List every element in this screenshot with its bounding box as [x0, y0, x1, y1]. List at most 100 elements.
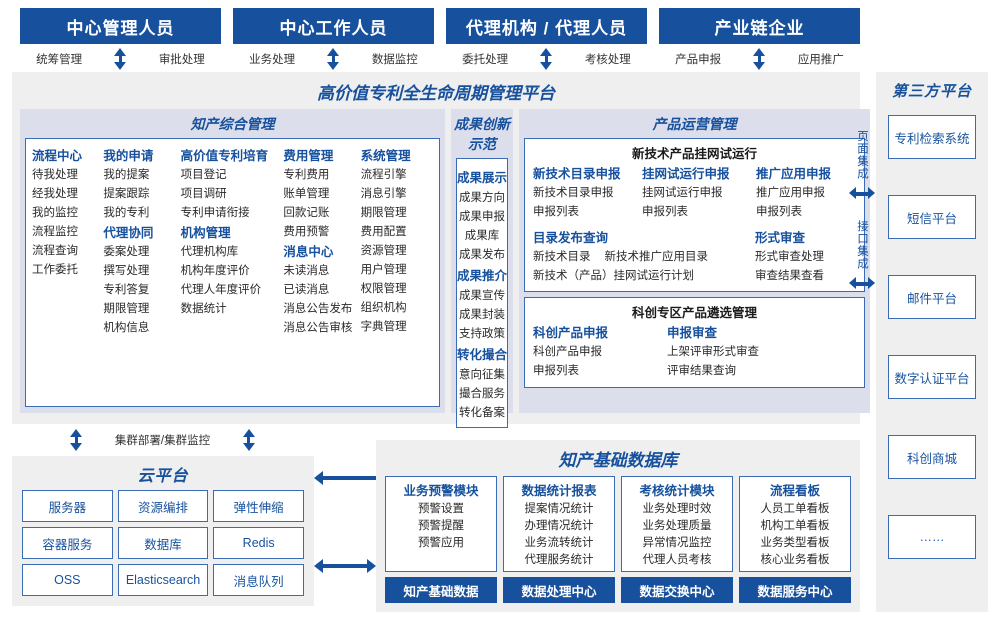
cloud-cell[interactable]: Redis	[213, 527, 304, 559]
module-item[interactable]: 组织机构	[360, 302, 407, 314]
module-item[interactable]: 意向征集	[459, 369, 505, 381]
module-item[interactable]: 挂网试运行申报	[642, 187, 723, 199]
module-item[interactable]: 专利答复	[103, 284, 150, 296]
module-item[interactable]: 经我处理	[32, 188, 78, 200]
cloud-cell[interactable]: 服务器	[22, 490, 113, 522]
module-item[interactable]: 撮合服务	[459, 388, 505, 400]
database-footer[interactable]: 数据交换中心	[621, 577, 733, 603]
module-item[interactable]: 成果方向	[459, 192, 505, 204]
module-item[interactable]: 申报列表	[533, 365, 580, 377]
module-item[interactable]: 专利费用	[283, 169, 330, 181]
module-item[interactable]: 评审结果查询	[667, 365, 737, 377]
module-item[interactable]: 未读消息	[283, 265, 330, 277]
third-party-item[interactable]: ……	[888, 515, 976, 559]
module-item[interactable]: 转化备案	[459, 407, 505, 419]
database-card-item[interactable]: 预警提醒	[418, 520, 464, 532]
module-item[interactable]: 流程引擎	[360, 169, 407, 181]
module-item[interactable]: 项目调研	[180, 188, 227, 200]
module-item[interactable]: 机构信息	[103, 322, 150, 334]
database-card-item[interactable]: 异常情况监控	[642, 537, 712, 549]
module-item[interactable]: 委案处理	[103, 246, 150, 258]
module-item[interactable]: 回款记账	[283, 207, 330, 219]
module-item[interactable]: 新技术推广应用目录	[604, 251, 709, 263]
module-item[interactable]: 我的提案	[103, 169, 150, 181]
database-card-item[interactable]: 代理人员考核	[642, 554, 712, 566]
module-item[interactable]: 期限管理	[103, 303, 150, 315]
role-box[interactable]: 产业链企业	[659, 8, 860, 44]
database-footer[interactable]: 知产基础数据	[385, 577, 497, 603]
third-party-item[interactable]: 短信平台	[888, 195, 976, 239]
module-item[interactable]: 审查结果查看	[755, 270, 825, 282]
module-item[interactable]: 账单管理	[283, 188, 330, 200]
module-item[interactable]: 用户管理	[360, 264, 407, 276]
module-item[interactable]: 成果封装	[459, 309, 505, 321]
module-item[interactable]: 已读消息	[283, 284, 330, 296]
module-item[interactable]: 费用预警	[283, 226, 330, 238]
module-item[interactable]: 费用配置	[360, 226, 407, 238]
cloud-cell[interactable]: OSS	[22, 564, 113, 596]
module-item[interactable]: 消息引擎	[360, 188, 407, 200]
cloud-cell[interactable]: 资源编排	[117, 490, 209, 522]
module-item[interactable]: 新技术（产品）挂网试运行计划	[533, 270, 695, 282]
module-item[interactable]: 流程监控	[32, 226, 78, 238]
module-item[interactable]: 申报列表	[756, 206, 803, 218]
database-card-item[interactable]: 核心业务看板	[760, 554, 830, 566]
database-card-item[interactable]: 预警应用	[418, 537, 464, 549]
module-item[interactable]: 数据统计	[180, 303, 227, 315]
module-item[interactable]: 专利申请衔接	[180, 207, 250, 219]
module-item[interactable]: 新技术目录	[533, 251, 591, 263]
module-item[interactable]: 代理机构库	[180, 246, 239, 258]
database-card-item[interactable]: 办理情况统计	[524, 520, 594, 532]
module-item[interactable]: 成果申报	[459, 211, 505, 223]
module-item[interactable]: 期限管理	[360, 207, 407, 219]
module-item[interactable]: 我的专利	[103, 207, 150, 219]
database-card-item[interactable]: 人员工单看板	[760, 503, 830, 515]
module-item[interactable]: 流程查询	[32, 245, 78, 257]
module-item[interactable]: 提案跟踪	[103, 188, 150, 200]
module-item[interactable]: 推广应用申报	[756, 187, 826, 199]
database-card-item[interactable]: 业务流转统计	[524, 537, 594, 549]
database-card-item[interactable]: 机构工单看板	[760, 520, 830, 532]
module-item[interactable]: 成果宣传	[459, 290, 505, 302]
role-box[interactable]: 中心工作人员	[233, 8, 434, 44]
database-footer[interactable]: 数据处理中心	[503, 577, 615, 603]
module-item[interactable]: 权限管理	[360, 283, 407, 295]
module-item[interactable]: 新技术目录申报	[533, 187, 614, 199]
module-item[interactable]: 机构年度评价	[180, 265, 250, 277]
module-item[interactable]: 申报列表	[533, 206, 580, 218]
module-item[interactable]: 科创产品申报	[533, 346, 603, 358]
module-item[interactable]: 我的监控	[32, 207, 78, 219]
database-card-item[interactable]: 代理服务统计	[524, 554, 594, 566]
database-card-item[interactable]: 业务类型看板	[760, 537, 830, 549]
module-item[interactable]: 字典管理	[360, 321, 407, 333]
module-item[interactable]: 上架评审形式审查	[667, 346, 760, 358]
module-item[interactable]: 消息公告审核	[283, 322, 353, 334]
module-item[interactable]: 资源管理	[360, 245, 407, 257]
third-party-item[interactable]: 专利检索系统	[888, 115, 976, 159]
cloud-cell[interactable]: 弹性伸缩	[213, 490, 304, 522]
module-item[interactable]: 项目登记	[180, 169, 227, 181]
module-item[interactable]: 支持政策	[459, 328, 505, 340]
module-item[interactable]: 待我处理	[32, 169, 78, 181]
database-card-item[interactable]: 业务处理时效	[642, 503, 712, 515]
database-footer[interactable]: 数据服务中心	[739, 577, 851, 603]
cloud-cell[interactable]: 数据库	[117, 527, 209, 559]
database-card-item[interactable]: 提案情况统计	[524, 503, 594, 515]
third-party-item[interactable]: 邮件平台	[888, 275, 976, 319]
third-party-item[interactable]: 科创商城	[888, 435, 976, 479]
module-item[interactable]: 成果发布	[459, 249, 505, 261]
database-card-item[interactable]: 业务处理质量	[642, 520, 712, 532]
module-item[interactable]: 消息公告发布	[283, 303, 353, 315]
role-box[interactable]: 中心管理人员	[20, 8, 221, 44]
third-party-item[interactable]: 数字认证平台	[888, 355, 976, 399]
module-item[interactable]: 代理人年度评价	[180, 284, 262, 296]
module-item[interactable]: 成果库	[464, 230, 500, 242]
module-item[interactable]: 撰写处理	[103, 265, 150, 277]
module-item[interactable]: 工作委托	[32, 264, 78, 276]
role-box[interactable]: 代理机构 / 代理人员	[446, 8, 647, 44]
module-item[interactable]: 形式审查处理	[755, 251, 825, 263]
cloud-cell[interactable]: 消息队列	[213, 564, 304, 596]
cloud-cell[interactable]: Elasticsearch	[117, 564, 209, 596]
cloud-cell[interactable]: 容器服务	[22, 527, 113, 559]
module-item[interactable]: 申报列表	[642, 206, 689, 218]
